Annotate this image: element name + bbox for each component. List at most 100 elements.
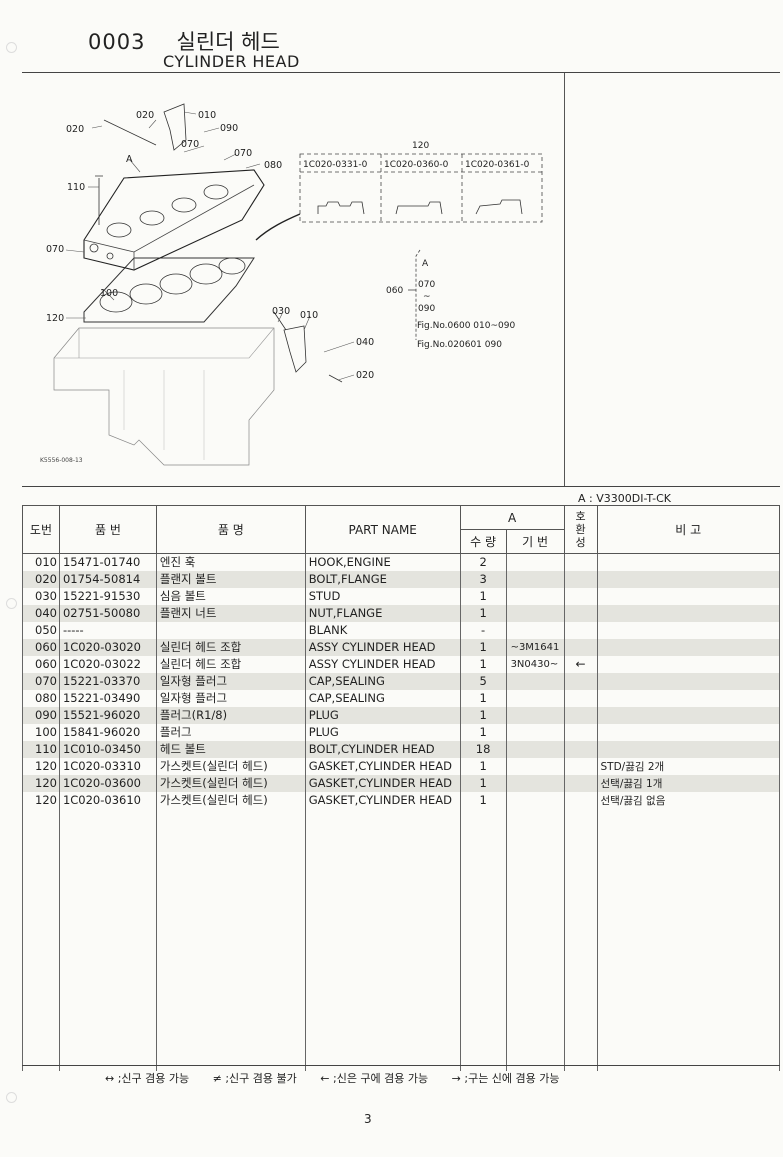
row-serial bbox=[505, 553, 565, 571]
row-serial: 3N0430~ bbox=[505, 655, 565, 673]
row-ref: 120 bbox=[22, 757, 60, 775]
row-interchange bbox=[563, 774, 598, 792]
gasket-variants-box: 120 1C020-0331-0 1C020-0360-0 1C020-0361… bbox=[255, 141, 543, 241]
empty-cell bbox=[505, 808, 565, 1071]
table-bottom-rule bbox=[22, 1065, 780, 1066]
row-name-en: HOOK,ENGINE bbox=[304, 553, 461, 571]
row-remarks bbox=[596, 621, 781, 639]
row-qty: 1 bbox=[459, 604, 507, 622]
row-part-no: 1C020-03600 bbox=[58, 774, 157, 792]
row-part-no: 15221-91530 bbox=[58, 587, 157, 605]
row-ref: 100 bbox=[22, 723, 60, 741]
callout-010: 010 bbox=[198, 110, 216, 121]
row-ref: 070 bbox=[22, 672, 60, 690]
callout-070: 070 bbox=[46, 244, 64, 255]
row-name-ko: 플러그(R1/8) bbox=[155, 706, 306, 724]
row-interchange bbox=[563, 740, 598, 758]
row-part-no: ----- bbox=[58, 621, 157, 639]
row-name-ko bbox=[155, 621, 306, 639]
row-serial bbox=[505, 621, 565, 639]
callout-020: 020 bbox=[66, 124, 84, 135]
row-interchange bbox=[563, 706, 598, 724]
col-remarks: 비 고 bbox=[596, 505, 781, 554]
row-remarks: 선택/끓김 1개 bbox=[596, 774, 781, 792]
row-serial bbox=[505, 706, 565, 724]
ref-fig-1: Fig.No.0600 010~090 bbox=[417, 321, 515, 331]
row-name-ko: 헤드 볼트 bbox=[155, 740, 306, 758]
box-label: 120 bbox=[412, 141, 429, 151]
engine-block-drawing bbox=[53, 327, 275, 466]
row-part-no: 1C020-03020 bbox=[58, 638, 157, 656]
row-serial bbox=[505, 689, 565, 707]
row-part-no: 15471-01740 bbox=[58, 553, 157, 571]
empty-cell bbox=[596, 808, 781, 1071]
row-qty: 1 bbox=[459, 655, 507, 673]
row-name-en: CAP,SEALING bbox=[304, 672, 461, 690]
col-group-a: A bbox=[459, 505, 565, 530]
row-interchange bbox=[563, 689, 598, 707]
ref-key: 060 bbox=[386, 286, 403, 296]
model-label: A : V3300DI-T-CK bbox=[578, 492, 671, 505]
row-part-no: 1C020-03610 bbox=[58, 791, 157, 809]
col-ref: 도번 bbox=[22, 505, 60, 554]
row-name-en: NUT,FLANGE bbox=[304, 604, 461, 622]
row-qty: 18 bbox=[459, 740, 507, 758]
row-part-no: 15221-03370 bbox=[58, 672, 157, 690]
row-name-ko: 일자형 플러그 bbox=[155, 672, 306, 690]
row-interchange bbox=[563, 672, 598, 690]
row-serial bbox=[505, 740, 565, 758]
row-serial bbox=[505, 672, 565, 690]
row-name-en: BOLT,CYLINDER HEAD bbox=[304, 740, 461, 758]
row-ref: 030 bbox=[22, 587, 60, 605]
row-ref: 040 bbox=[22, 604, 60, 622]
row-part-no: 1C020-03022 bbox=[58, 655, 157, 673]
row-name-en: PLUG bbox=[304, 706, 461, 724]
callout-110: 110 bbox=[67, 182, 85, 193]
row-ref: 050 bbox=[22, 621, 60, 639]
row-serial bbox=[505, 723, 565, 741]
empty-cell bbox=[22, 808, 60, 1071]
assembly-reference: 060 A 070 ~ 090 Fig.No.0600 010~090 Fig.… bbox=[386, 249, 515, 350]
callout-070: 070 bbox=[181, 139, 199, 150]
row-name-ko: 실린더 헤드 조합 bbox=[155, 655, 306, 673]
row-interchange bbox=[563, 587, 598, 605]
row-name-en: PLUG bbox=[304, 723, 461, 741]
row-name-en: GASKET,CYLINDER HEAD bbox=[304, 774, 461, 792]
section-title-en: CYLINDER HEAD bbox=[163, 52, 300, 71]
row-qty: 2 bbox=[459, 553, 507, 571]
empty-cell bbox=[563, 808, 598, 1071]
ref-line-tilde: ~ bbox=[423, 292, 431, 302]
interchange-legend: ↔ ;신구 겸용 가능 ≠ ;신구 겸용 불가 ← ;신은 구에 겸용 가능 →… bbox=[105, 1070, 580, 1086]
row-interchange bbox=[563, 638, 598, 656]
exploded-diagram: 020 010 020 090 070 070 080 A 110 070 10… bbox=[40, 103, 543, 466]
callout-a: A bbox=[126, 154, 133, 165]
col-name-ko: 품 명 bbox=[155, 505, 306, 554]
row-part-no: 01754-50814 bbox=[58, 570, 157, 588]
row-qty: 1 bbox=[459, 706, 507, 724]
callout-070: 070 bbox=[234, 148, 252, 159]
bolt-drawing bbox=[328, 374, 343, 383]
row-qty: 1 bbox=[459, 723, 507, 741]
stud-drawing bbox=[273, 311, 287, 331]
row-name-ko: 실린더 헤드 조합 bbox=[155, 638, 306, 656]
row-name-en: CAP,SEALING bbox=[304, 689, 461, 707]
row-ref: 010 bbox=[22, 553, 60, 571]
row-name-ko: 플러그 bbox=[155, 723, 306, 741]
table-row: 050-----BLANK- bbox=[22, 621, 781, 639]
box-part-1: 1C020-0331-0 bbox=[303, 160, 368, 170]
row-interchange: ← bbox=[563, 655, 598, 673]
row-interchange bbox=[563, 604, 598, 622]
row-part-no: 1C010-03450 bbox=[58, 740, 157, 758]
bolt-drawing bbox=[103, 119, 157, 146]
col-part-no: 품 번 bbox=[58, 505, 157, 554]
binder-hole bbox=[6, 598, 17, 609]
legend-item: ≠ ;신구 겸용 불가 bbox=[212, 1072, 297, 1085]
